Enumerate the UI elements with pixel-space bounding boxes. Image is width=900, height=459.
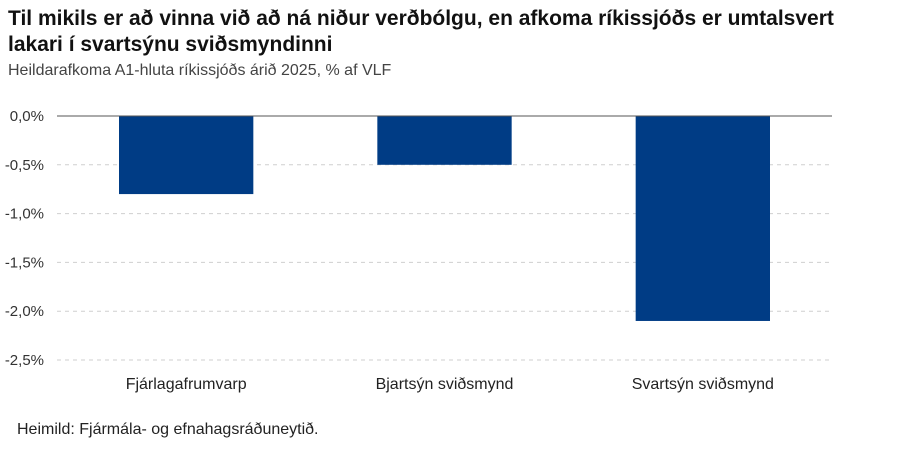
- x-tick-label: Bjartsýn sviðsmynd: [376, 376, 514, 393]
- y-tick-label: -2,5%: [5, 352, 44, 369]
- chart-title: Til mikils er að vinna við að ná niður v…: [8, 7, 834, 56]
- y-tick-label: -2,0%: [5, 303, 44, 320]
- bar: [635, 116, 770, 321]
- y-tick-label: -1,0%: [5, 206, 44, 223]
- bar: [377, 116, 512, 165]
- y-tick-label: -0,5%: [5, 157, 44, 174]
- chart-subtitle: Heildarafkoma A1-hluta ríkissjóðs árið 2…: [8, 62, 392, 79]
- bar: [119, 116, 254, 195]
- y-tick-label: -1,5%: [5, 254, 44, 271]
- y-tick-label: 0,0%: [10, 108, 44, 125]
- source-note: Heimild: Fjármála- og efnahagsráðuneytið…: [17, 421, 319, 438]
- x-tick-label: Fjárlagafrumvarp: [126, 376, 247, 393]
- x-tick-label: Svartsýn sviðsmynd: [632, 376, 774, 393]
